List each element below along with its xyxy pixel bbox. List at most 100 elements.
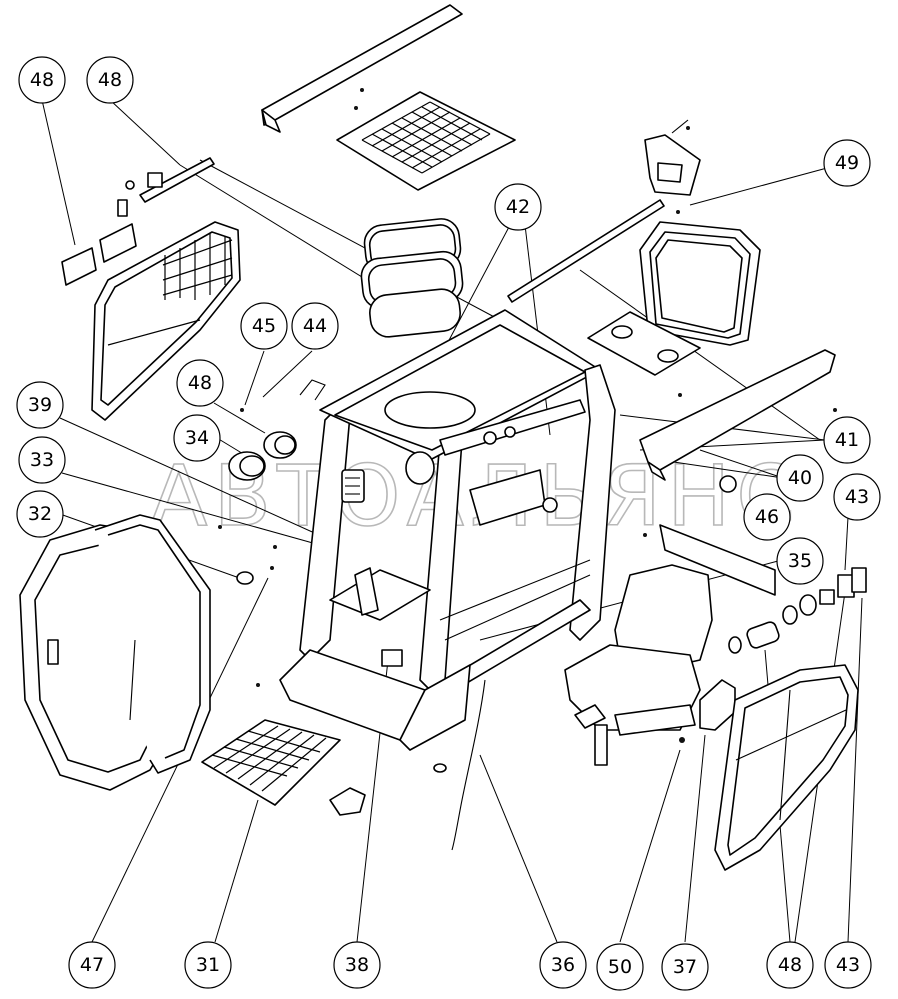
callout-circle: [494, 183, 542, 231]
callout-label: 43: [836, 954, 860, 976]
callout-36: 36: [539, 941, 587, 989]
operator-seat: [564, 564, 713, 766]
callout-circle: [240, 302, 288, 350]
callout-label: 32: [28, 503, 52, 525]
roof-grille-mesh: [361, 101, 491, 174]
right-roof-rail: [639, 349, 836, 481]
callout-label: 40: [788, 467, 812, 489]
callout-label: 36: [551, 954, 575, 976]
callout-label: 48: [778, 954, 802, 976]
callout-41: 41: [823, 416, 871, 464]
callout-31: 31: [184, 941, 232, 989]
callout-label: 44: [303, 315, 327, 337]
roof-grille-panel: [336, 91, 516, 191]
callout-label: 45: [252, 315, 276, 337]
throttle-pedal: [329, 649, 403, 816]
seat-bracket: [699, 679, 736, 731]
callout-circle: [823, 139, 871, 187]
seat-slide-rail: [659, 524, 776, 596]
left-side-window: [91, 221, 241, 421]
callout-label: 38: [345, 954, 369, 976]
callout-34: 34: [173, 414, 221, 462]
left-window-grille: [107, 233, 233, 346]
callout-circle: [661, 943, 709, 991]
callout-42: 42: [494, 183, 542, 231]
roof-hatch-plate: [587, 311, 701, 376]
switch-bracket-assembly: [61, 157, 215, 286]
callout-circle: [823, 416, 871, 464]
callout-circle: [776, 537, 824, 585]
callout-label: 47: [80, 954, 104, 976]
roof-window-seals: [360, 218, 464, 338]
callout-label: 33: [30, 449, 54, 471]
callout-label: 50: [608, 956, 632, 978]
callout-label: 35: [788, 550, 812, 572]
callout-label: 49: [835, 152, 859, 174]
air-filter-parts: [728, 567, 867, 654]
callout-circle: [596, 943, 644, 991]
grab-handle: [299, 379, 326, 401]
callout-circle: [333, 941, 381, 989]
callout-label: 34: [185, 427, 209, 449]
callout-circle: [16, 381, 64, 429]
roof-rail: [261, 4, 463, 133]
callout-43-right: 43: [833, 473, 881, 521]
callout-circle: [16, 490, 64, 538]
callout-47: 47: [68, 941, 116, 989]
callout-label: 46: [755, 506, 779, 528]
callout-circle: [776, 454, 824, 502]
callouts: 48 48 49 42 45 44 48 39 34 33 32 41 40 46 43 35 47 31 38 36…: [16, 56, 881, 991]
callout-label: 48: [30, 69, 54, 91]
callout-48-bottom: 48: [766, 941, 814, 989]
callout-37: 37: [661, 943, 709, 991]
right-side-window: [714, 664, 859, 871]
callout-label: 39: [28, 394, 52, 416]
callout-35: 35: [776, 537, 824, 585]
callout-45: 45: [240, 302, 288, 350]
callout-label: 37: [673, 956, 697, 978]
callout-label: 43: [845, 486, 869, 508]
callout-circle: [18, 436, 66, 484]
callout-48-top: 48: [86, 56, 134, 104]
callout-circle: [173, 414, 221, 462]
callout-33: 33: [18, 436, 66, 484]
callout-circle: [68, 941, 116, 989]
callout-44: 44: [291, 302, 339, 350]
callout-circle: [833, 473, 881, 521]
callout-circle: [291, 302, 339, 350]
callout-circle: [176, 359, 224, 407]
floor-mat: [201, 719, 341, 806]
callout-40: 40: [776, 454, 824, 502]
callout-circle: [824, 941, 872, 989]
fasteners: [218, 88, 837, 773]
callout-label: 31: [196, 954, 220, 976]
callout-49: 49: [823, 139, 871, 187]
callout-38: 38: [333, 941, 381, 989]
callout-46: 46: [743, 493, 791, 541]
callout-39: 39: [16, 381, 64, 429]
callout-circle: [743, 493, 791, 541]
callout-circle: [539, 941, 587, 989]
wiper-rod: [507, 199, 665, 303]
callout-circle: [766, 941, 814, 989]
throttle-cable: [451, 679, 486, 851]
cab-frame: [279, 309, 616, 751]
rear-window: [639, 221, 761, 346]
callout-circle: [86, 56, 134, 104]
callout-label: 48: [98, 69, 122, 91]
callout-label: 42: [506, 196, 530, 218]
gas-spring: [341, 469, 365, 503]
callout-43-bottom: 43: [824, 941, 872, 989]
callout-50: 50: [596, 943, 644, 991]
callout-32: 32: [16, 490, 64, 538]
mirror-bracket: [644, 119, 701, 196]
callout-circle: [184, 941, 232, 989]
callout-label: 41: [835, 429, 859, 451]
callout-48-top-left: 48: [18, 56, 66, 104]
callout-48-mid: 48: [176, 359, 224, 407]
work-lamp: [228, 431, 435, 485]
callout-label: 48: [188, 372, 212, 394]
callout-circle: [18, 56, 66, 104]
cab-door: [19, 514, 211, 791]
